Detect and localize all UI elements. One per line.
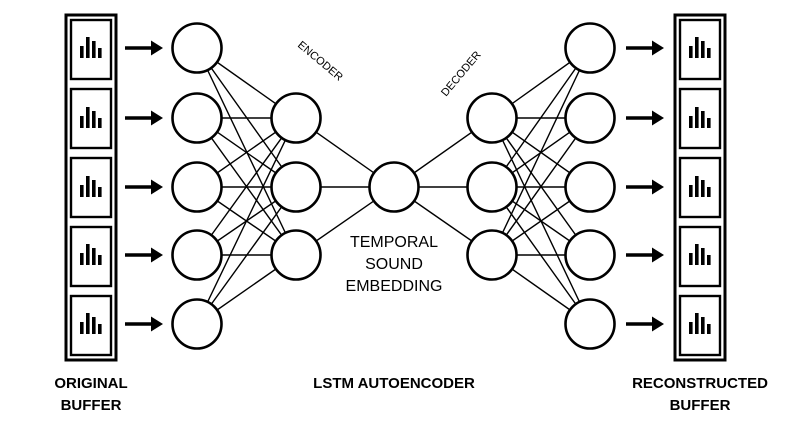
original-buffer-caption-line2: BUFFER	[61, 397, 122, 414]
arrow-right-icon	[125, 247, 163, 263]
arrow-right-icon	[626, 110, 664, 126]
reconstructed-buffer-frame	[678, 294, 722, 357]
reconstructed-buffer-caption-line2: BUFFER	[670, 397, 731, 414]
arrow-right-icon	[626, 316, 664, 332]
encoder-label: ENCODER	[295, 39, 345, 84]
connection-line	[491, 47, 591, 188]
original-buffer-caption-line1: ORIGINAL	[54, 375, 127, 392]
reconstructed-buffer	[673, 13, 727, 362]
embedding-label-line2: SOUND	[365, 256, 423, 273]
decoder-label: DECODER	[439, 49, 484, 99]
original-buffer-frame	[69, 18, 113, 81]
original-buffer-frame	[69, 156, 113, 219]
arrow-right-icon	[125, 179, 163, 195]
arrow-right-icon	[626, 179, 664, 195]
connection-line	[196, 117, 297, 325]
output-layer-node	[564, 229, 616, 281]
connection-line	[491, 117, 591, 256]
reconstructed-buffer-frame	[678, 18, 722, 81]
original-buffer	[64, 13, 118, 362]
buffers	[64, 13, 727, 362]
arrow-right-icon	[125, 110, 163, 126]
arrow-right-icon	[626, 247, 664, 263]
input-layer-node	[171, 22, 223, 74]
connection-line	[196, 47, 297, 256]
input-layer-node	[171, 161, 223, 213]
reconstructed-buffer-frame	[678, 156, 722, 219]
output-layer-node	[564, 298, 616, 350]
arrow-right-icon	[125, 316, 163, 332]
original-buffer-frame	[69, 87, 113, 150]
reconstructed-buffer-frame	[678, 225, 722, 288]
encoder-hidden-layer-node	[270, 92, 322, 144]
decoder-hidden-layer-node	[466, 229, 518, 281]
original-buffer-frame	[69, 225, 113, 288]
arrow-right-icon	[125, 40, 163, 56]
encoder-hidden-layer-node	[270, 161, 322, 213]
arrows	[125, 40, 664, 332]
model-caption: LSTM AUTOENCODER	[313, 375, 475, 392]
embedding-label-line1: TEMPORAL	[350, 234, 438, 251]
input-layer-node	[171, 229, 223, 281]
output-layer-node	[564, 22, 616, 74]
network-nodes	[171, 22, 616, 350]
decoder-hidden-layer-node	[466, 92, 518, 144]
input-layer-node	[171, 298, 223, 350]
connection-line	[491, 47, 591, 256]
embedding-label-line3: EMBEDDING	[346, 278, 443, 295]
reconstructed-buffer-caption-line1: RECONSTRUCTED	[632, 375, 768, 392]
embedding-layer-node	[368, 161, 420, 213]
connection-line	[196, 117, 297, 256]
connection-line	[196, 186, 297, 325]
encoder-hidden-layer-node	[270, 229, 322, 281]
output-layer-node	[564, 92, 616, 144]
reconstructed-buffer-frame	[678, 87, 722, 150]
decoder-hidden-layer-node	[466, 161, 518, 213]
original-buffer-frame	[69, 294, 113, 357]
input-layer-node	[171, 92, 223, 144]
output-layer-node	[564, 161, 616, 213]
arrow-right-icon	[626, 40, 664, 56]
